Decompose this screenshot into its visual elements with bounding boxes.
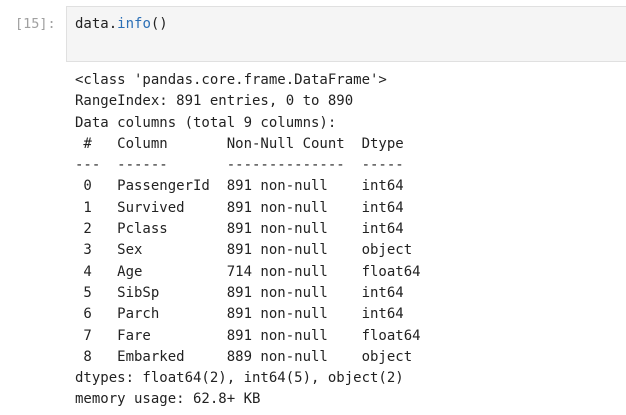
output-table-row: 4 Age 714 non-null float64: [75, 263, 421, 280]
output-range-index-line: RangeIndex: 891 entries, 0 to 890: [75, 93, 354, 110]
output-memory-usage-line: memory usage: 62.8+ KB: [75, 391, 261, 408]
output-class-line: <class 'pandas.core.frame.DataFrame'>: [75, 72, 387, 88]
code-input-area[interactable]: data.info(): [66, 6, 626, 62]
code-line[interactable]: data.info(): [75, 14, 168, 34]
execution-count-prompt: [15]:: [15, 16, 56, 32]
output-table-row: 1 Survived 891 non-null int64: [75, 199, 421, 216]
output-table-row: 5 SibSp 891 non-null int64: [75, 284, 421, 301]
code-parens: (): [150, 16, 168, 32]
code-dot: .: [108, 16, 118, 32]
output-dtypes-line: dtypes: float64(2), int64(5), object(2): [75, 370, 404, 387]
output-table-row: 8 Embarked 889 non-null object: [75, 348, 421, 365]
output-table-separator: --- ------ -------------- -----: [75, 157, 421, 174]
output-table-row: 3 Sex 891 non-null object: [75, 242, 421, 259]
output-table-row: 7 Fare 891 non-null float64: [75, 327, 421, 344]
output-table-row: 0 PassengerId 891 non-null int64: [75, 178, 421, 195]
output-table-row: 2 Pclass 891 non-null int64: [75, 221, 421, 238]
code-object: data: [75, 16, 109, 32]
code-method: info: [117, 16, 151, 32]
output-table-header: # Column Non-Null Count Dtype: [75, 135, 421, 152]
cell-output: <class 'pandas.core.frame.DataFrame'> Ra…: [75, 70, 620, 410]
output-table-row: 6 Parch 891 non-null int64: [75, 306, 421, 323]
output-columns-summary-line: Data columns (total 9 columns):: [75, 114, 337, 131]
